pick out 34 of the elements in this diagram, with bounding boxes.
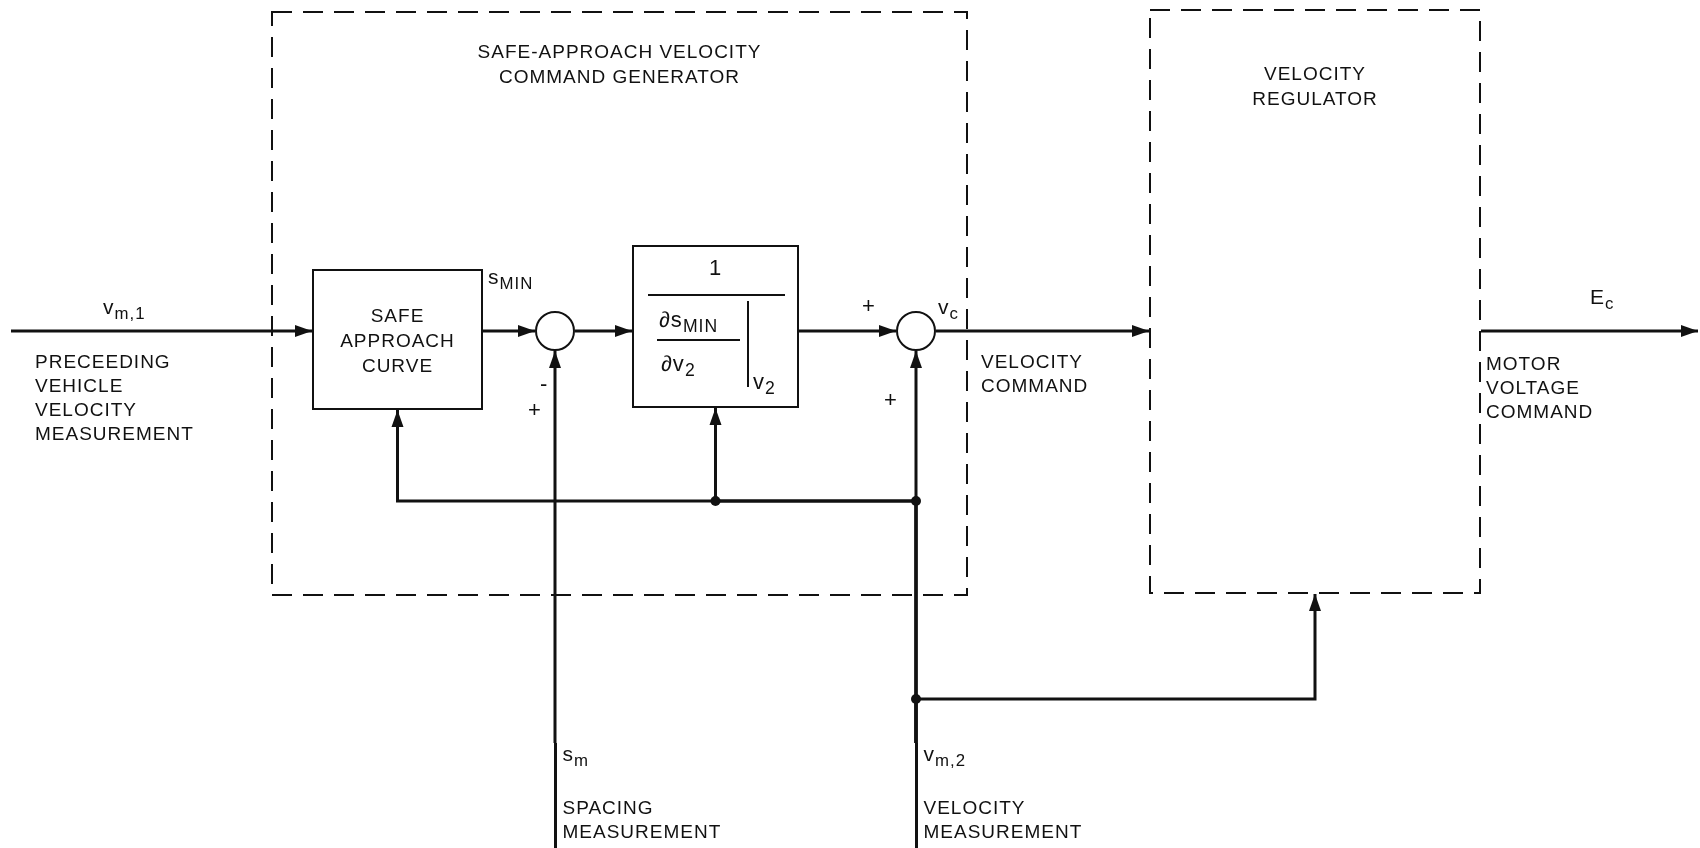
signal-description: SPACING MEASUREMENT	[562, 796, 722, 844]
sign-label: +	[862, 294, 876, 318]
signal-symbol: s$_{m}$	[562, 743, 589, 765]
signal-arrow	[799, 325, 896, 337]
summing-junction	[896, 311, 936, 351]
dashed-block	[271, 11, 968, 596]
summing-junction	[535, 311, 575, 351]
math-text: v$_{2}$	[753, 369, 776, 394]
signal-arrow	[914, 594, 1321, 743]
signal-description: VELOCITY MEASUREMENT	[923, 796, 1083, 844]
math-text: ∂v$_{2}$	[661, 351, 696, 376]
edge-label: E$_{c}$	[1590, 286, 1615, 308]
signal-arrow	[575, 325, 632, 337]
signal-arrow	[1481, 325, 1698, 337]
block-label: SAFE APPROACH CURVE	[340, 303, 455, 377]
signal-description: MOTOR VOLTAGE COMMAND	[1486, 352, 1594, 424]
signal-arrow	[11, 325, 312, 337]
process-box	[312, 269, 483, 410]
edge-label: s$_{MIN}$	[488, 266, 534, 288]
math-text: ∂s$_{MIN}$	[659, 307, 719, 332]
block-title: SAFE-APPROACH VELOCITY COMMAND GENERATOR	[476, 40, 763, 89]
block-title: VELOCITY REGULATOR	[1252, 62, 1378, 111]
sign-label: -	[540, 372, 549, 396]
signal-description: PRECEEDING VEHICLE VELOCITY MEASUREMENT	[35, 350, 194, 446]
edge-label: v$_{c}$	[938, 296, 959, 318]
signal-arrow	[483, 325, 535, 337]
math-text: 1	[707, 255, 724, 280]
sign-label: +	[884, 388, 898, 412]
signal-arrow	[549, 351, 561, 743]
signal-description: VELOCITY COMMAND	[981, 350, 1089, 398]
gain-box	[632, 245, 799, 408]
dashed-block	[1149, 9, 1481, 594]
sign-label: +	[528, 398, 542, 422]
signal-arrow	[936, 325, 1149, 337]
